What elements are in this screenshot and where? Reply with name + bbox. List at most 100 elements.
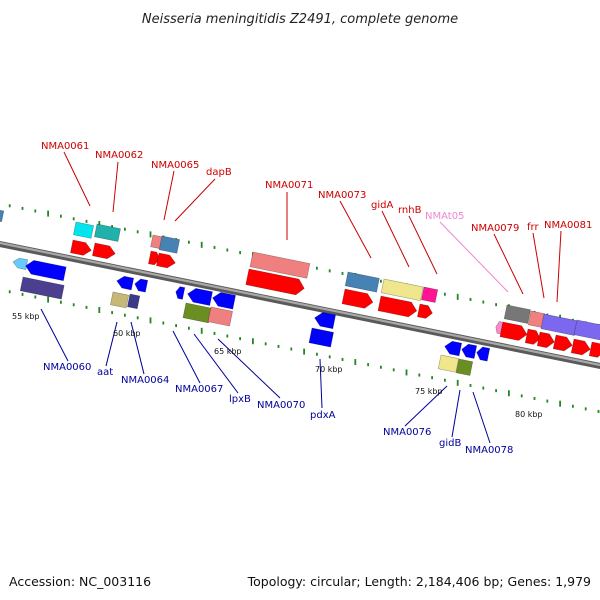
leader-line xyxy=(130,321,145,375)
feature-arrow[interactable] xyxy=(588,341,600,359)
feature-arrow[interactable] xyxy=(134,278,149,293)
lower-tick xyxy=(21,292,24,296)
feature-arrow[interactable] xyxy=(70,239,92,257)
upper-tick xyxy=(34,209,37,213)
accession-text: Accession: NC_003116 xyxy=(9,574,151,589)
feature-arrow[interactable] xyxy=(341,288,374,310)
upper-tick xyxy=(380,279,382,283)
feature-arrow[interactable] xyxy=(186,287,213,306)
gene-label-nma0081[interactable]: NMA0081 xyxy=(544,220,592,231)
feature-arrow[interactable] xyxy=(524,328,542,346)
feature-arrow[interactable] xyxy=(156,252,176,269)
gene-label-nma0062[interactable]: NMA0062 xyxy=(95,150,143,161)
upper-tick xyxy=(239,251,241,255)
feature-arrow[interactable] xyxy=(24,259,67,282)
scale-label-55: 55 kbp xyxy=(12,312,40,321)
gene-label-nma0067[interactable]: NMA0067 xyxy=(175,384,223,395)
lower-tick xyxy=(559,400,561,407)
feature-arrow[interactable] xyxy=(313,311,336,330)
feature-box[interactable] xyxy=(380,278,424,302)
leader-line xyxy=(105,321,118,367)
leader-line xyxy=(404,385,448,427)
upper-tick xyxy=(469,297,472,301)
lower-tick xyxy=(60,300,62,304)
feature-arrow[interactable] xyxy=(460,343,478,359)
feature-arrow[interactable] xyxy=(417,303,433,320)
upper-tick xyxy=(444,292,446,296)
leader-line xyxy=(556,230,562,303)
gene-label-nma0064[interactable]: NMA0064 xyxy=(121,375,169,386)
feature-box[interactable] xyxy=(94,223,121,242)
lower-tick xyxy=(226,334,229,338)
feature-box[interactable] xyxy=(182,302,212,324)
feature-arrow[interactable] xyxy=(377,295,418,318)
gene-label-lpxb[interactable]: lpxB xyxy=(229,394,251,405)
feature-box[interactable] xyxy=(110,291,130,309)
lower-tick xyxy=(469,383,472,387)
feature-box[interactable] xyxy=(503,304,531,324)
upper-tick xyxy=(328,269,331,273)
feature-arrow[interactable] xyxy=(148,250,160,266)
feature-box[interactable] xyxy=(437,354,459,373)
leader-line xyxy=(217,338,281,399)
leader-line xyxy=(112,161,119,213)
feature-box[interactable] xyxy=(540,313,578,336)
gene-label-nma0060[interactable]: NMA0060 xyxy=(43,362,91,373)
feature-arrow[interactable] xyxy=(536,331,555,349)
feature-box[interactable] xyxy=(344,271,380,293)
feature-arrow[interactable] xyxy=(570,338,591,356)
topology-text: Topology: circular; Length: 2,184,406 bp… xyxy=(247,574,591,589)
feature-box[interactable] xyxy=(73,221,94,239)
feature-box[interactable] xyxy=(455,358,474,376)
lower-tick xyxy=(367,363,369,367)
gene-label-nmat05[interactable]: NMAt05 xyxy=(425,211,464,222)
gene-label-nma0071[interactable]: NMA0071 xyxy=(265,180,313,191)
lower-tick xyxy=(520,394,523,398)
gene-label-pdxa[interactable]: pdxA xyxy=(310,410,336,421)
gene-label-nma0073[interactable]: NMA0073 xyxy=(318,190,366,201)
lower-tick xyxy=(354,359,357,366)
gene-label-frr[interactable]: frr xyxy=(527,222,539,233)
gene-label-nma0079[interactable]: NMA0079 xyxy=(471,223,519,234)
lower-tick xyxy=(431,376,433,380)
feature-box[interactable] xyxy=(421,286,439,303)
gene-label-rnhb[interactable]: rnhB xyxy=(398,205,422,216)
feature-arrow[interactable] xyxy=(92,242,116,260)
feature-box[interactable] xyxy=(127,293,141,310)
feature-box[interactable] xyxy=(158,235,180,254)
lower-tick xyxy=(34,295,37,299)
feature-arrow[interactable] xyxy=(475,346,491,362)
gene-label-nma0065[interactable]: NMA0065 xyxy=(151,160,199,171)
gene-label-nma0070[interactable]: NMA0070 xyxy=(257,400,305,411)
feature-box[interactable] xyxy=(0,208,5,223)
gene-label-nma0076[interactable]: NMA0076 xyxy=(383,427,431,438)
gene-label-aat[interactable]: aat xyxy=(97,367,113,378)
feature-arrow[interactable] xyxy=(211,291,236,310)
feature-arrow[interactable] xyxy=(495,321,504,335)
gene-label-dapb[interactable]: dapB xyxy=(206,167,232,178)
feature-arrow[interactable] xyxy=(116,275,135,291)
lower-tick xyxy=(328,355,331,359)
gene-label-nma0078[interactable]: NMA0078 xyxy=(465,445,513,456)
gene-label-gidb[interactable]: gidB xyxy=(439,438,461,449)
feature-box[interactable] xyxy=(207,306,233,327)
feature-box[interactable] xyxy=(19,276,65,300)
lower-tick xyxy=(572,404,574,408)
leader-line xyxy=(63,151,91,207)
lower-tick xyxy=(239,337,241,341)
feature-arrow[interactable] xyxy=(499,321,528,342)
lower-tick xyxy=(85,305,88,309)
feature-arrow[interactable] xyxy=(245,268,306,296)
feature-arrow[interactable] xyxy=(443,340,463,357)
lower-tick xyxy=(418,373,421,377)
feature-arrow[interactable] xyxy=(552,334,573,352)
feature-box[interactable] xyxy=(573,319,600,342)
feature-box[interactable] xyxy=(308,327,334,348)
upper-tick xyxy=(495,303,497,307)
feature-arrow[interactable] xyxy=(175,286,186,300)
feature-arrow[interactable] xyxy=(12,257,29,270)
feature-box[interactable] xyxy=(249,251,311,279)
upper-tick xyxy=(98,221,101,228)
gene-label-gida[interactable]: gidA xyxy=(371,200,393,211)
gene-label-nma0061[interactable]: NMA0061 xyxy=(41,141,89,152)
